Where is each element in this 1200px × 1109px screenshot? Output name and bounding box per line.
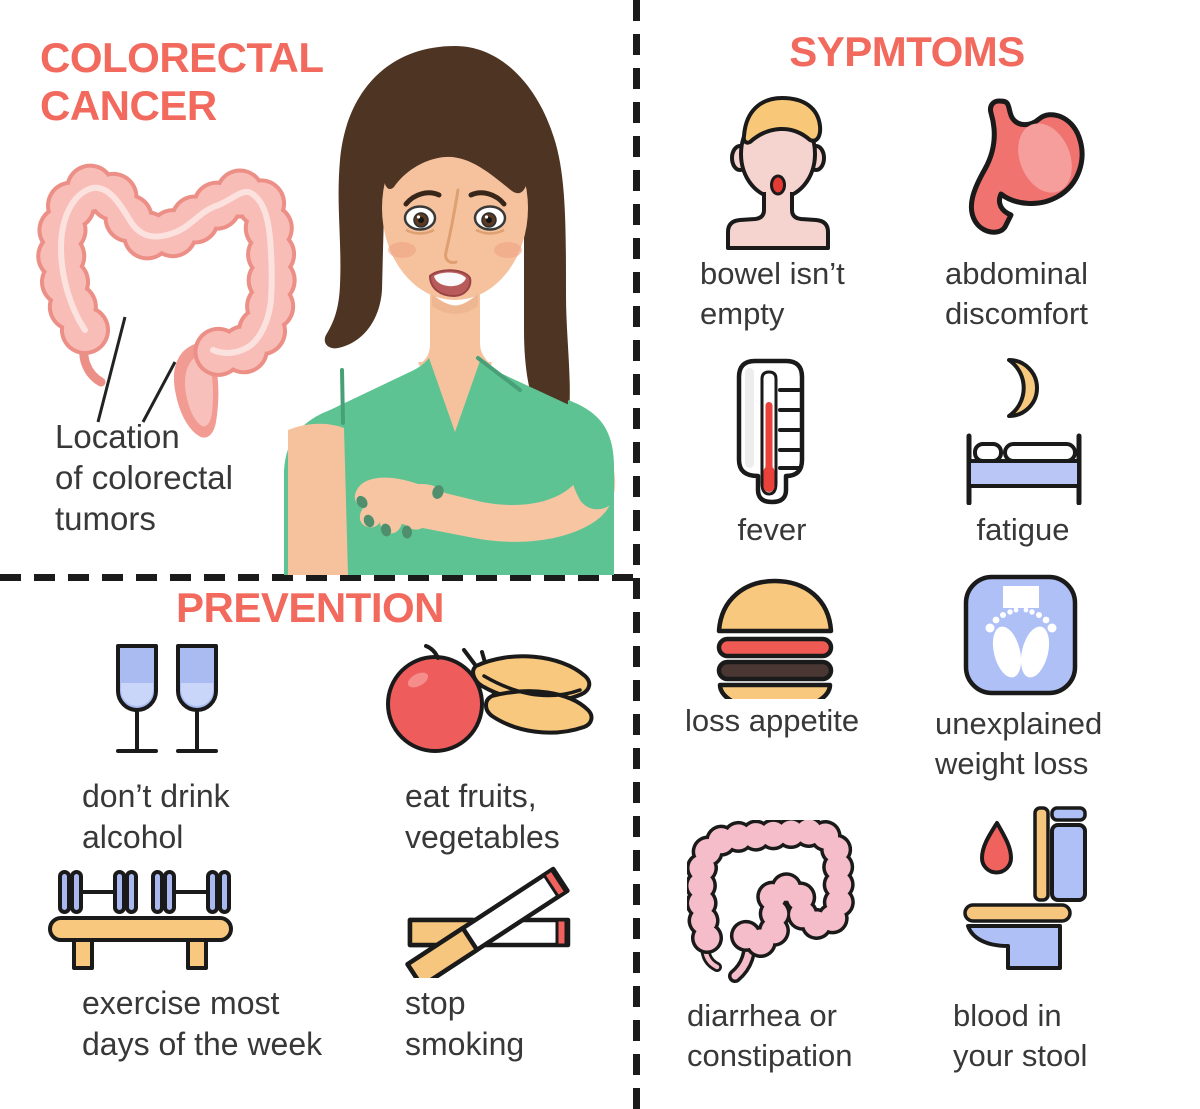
blood-drop (980, 821, 1013, 875)
prevention-title: PREVENTION (175, 584, 445, 631)
thermometer-icon (736, 358, 805, 505)
nose (444, 188, 460, 264)
horizontal-dashed-divider (0, 574, 637, 581)
hand (354, 477, 448, 534)
page-title: COLORECTAL CANCER (40, 34, 324, 129)
exercise-bench-icon (48, 870, 233, 970)
pointer-lines (96, 316, 177, 423)
vertical-dashed-divider (633, 0, 640, 1109)
symptom-label: blood in your stool (953, 998, 1088, 1073)
symptom-label: unexplained weight loss (935, 706, 1103, 781)
weight-scale-icon (963, 574, 1078, 696)
worried-woman-illustration (284, 46, 616, 575)
toilet-blood-icon (963, 806, 1087, 970)
stomach-icon (968, 98, 1085, 235)
prevention-label: exercise most days of the week (82, 985, 323, 1062)
left-arm (288, 423, 348, 575)
prevention-label: stop smoking (405, 985, 525, 1062)
wine-glasses-icon (116, 644, 218, 753)
prevention-label: don’t drink alcohol (82, 778, 230, 855)
symptom-label: diarrhea or constipation (687, 998, 853, 1073)
moon-bed-icon (966, 358, 1082, 505)
cigarettes-icon (405, 866, 571, 978)
nails (356, 485, 444, 539)
symptom-label: loss appetite (685, 703, 860, 738)
symptom-label: fever (737, 512, 807, 547)
symptom-label: fatigue (976, 512, 1070, 547)
symptom-label: abdominal discomfort (945, 256, 1089, 331)
right-arm (368, 452, 616, 542)
moon (1007, 358, 1039, 418)
symptom-label: bowel isn’t empty (700, 256, 845, 331)
symptoms-title: SYPMTOMS (789, 28, 1025, 75)
footprints (985, 607, 1057, 678)
eyes (403, 205, 507, 235)
prevention-label: eat fruits, vegetables (405, 778, 560, 855)
diagram-caption: Location of colorectal tumors (55, 418, 233, 537)
colon-diagram-icon (35, 162, 297, 438)
colon-icon (687, 820, 856, 983)
person-open-mouth-icon (726, 96, 830, 250)
burger-icon (716, 578, 834, 699)
eyebrows (403, 190, 507, 207)
fruits-icon (386, 644, 594, 753)
mouth (428, 269, 472, 298)
